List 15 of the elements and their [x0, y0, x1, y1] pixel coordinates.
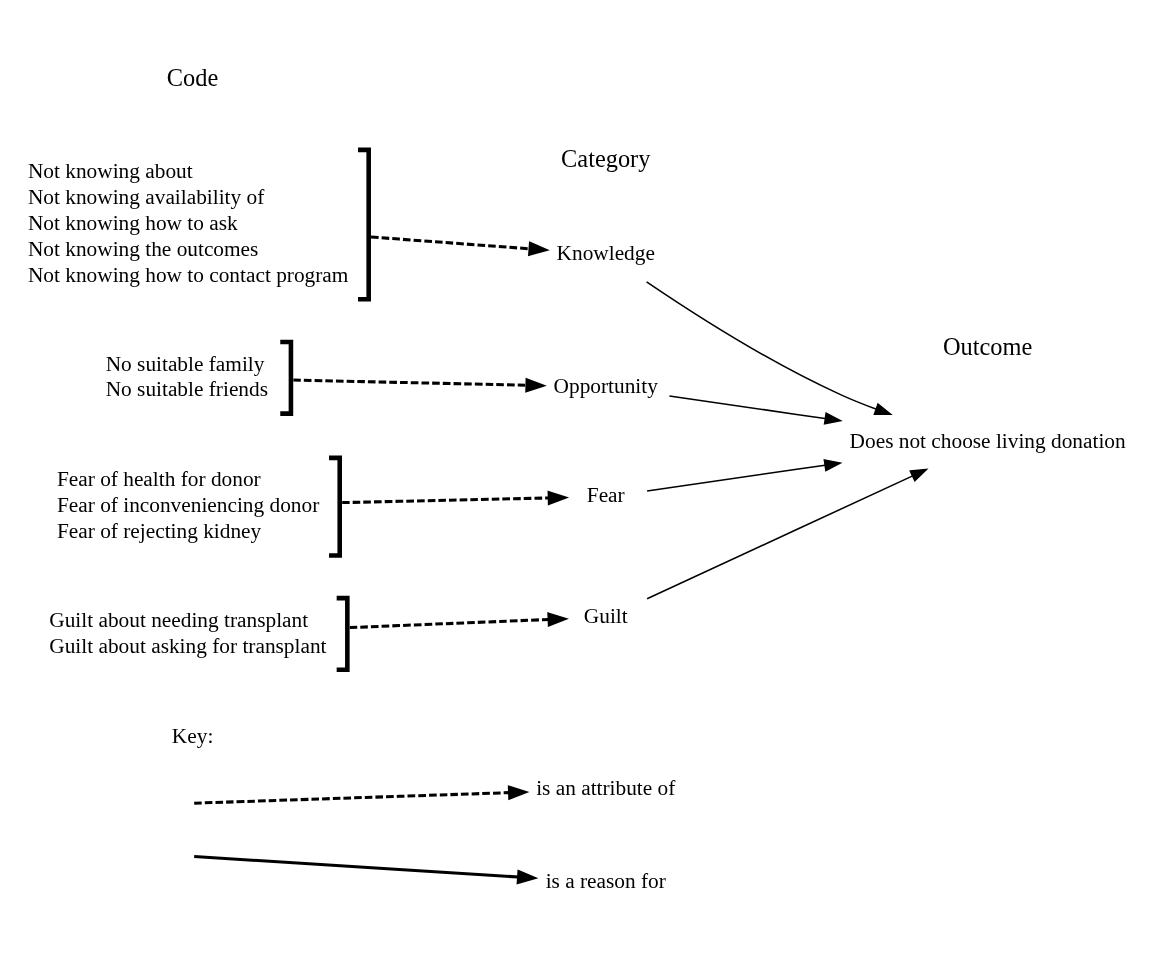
node-text: Opportunity: [553, 373, 658, 398]
label: Outcome: [942, 332, 1033, 360]
legend-label: is a reason for: [545, 868, 666, 893]
label: Code: [166, 63, 219, 91]
node-text: Fear of health for donor Fear of inconveniencing donor Fear of rejecting kidney: [56, 466, 320, 543]
node-text: Guilt about needing transplant Guilt about asking for transplant: [49, 607, 327, 658]
node-text: Guilt: [583, 603, 628, 628]
node-text: No suitable family No suitable friends: [105, 351, 268, 401]
label: Key:: [171, 723, 214, 748]
node-text: Knowledge: [556, 240, 655, 265]
node-text: Fear: [586, 482, 625, 507]
label: Category: [561, 144, 651, 172]
node-text: Does not choose living donation: [849, 428, 1126, 452]
node-text: Not knowing about Not knowing availability of Not knowing how to ask Not knowing the outcomes Not knowing how to contact program: [27, 158, 349, 287]
legend-label: is an attribute of: [536, 775, 676, 800]
